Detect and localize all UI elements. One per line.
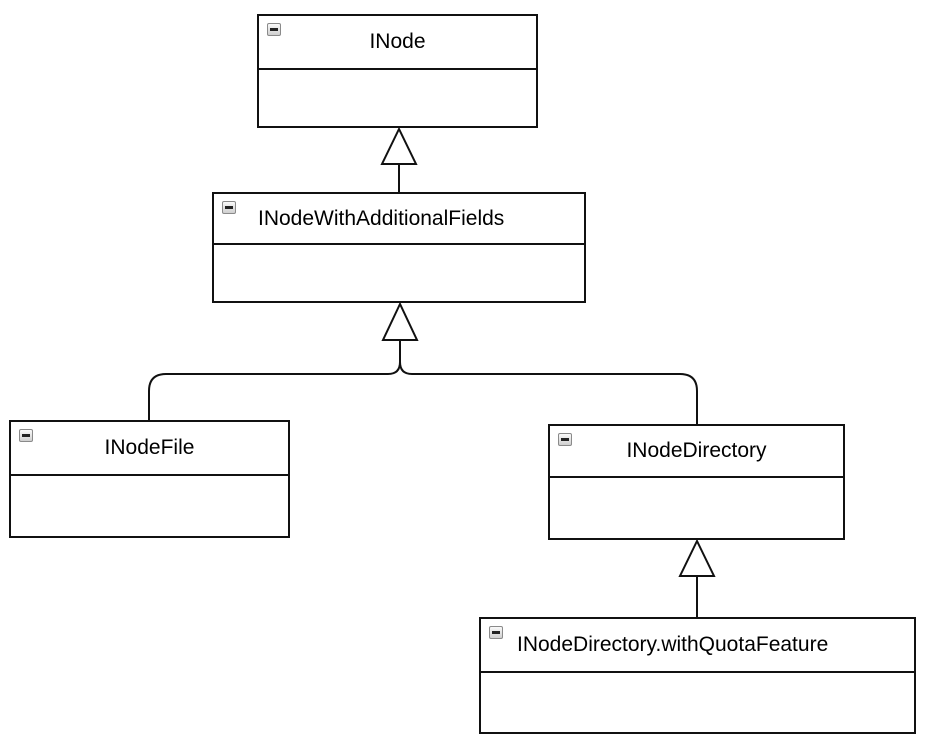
class-header: INodeDirectory.withQuotaFeature	[481, 619, 914, 673]
inheritance-arrow-inodewithadditionalfields-to-inode	[380, 126, 418, 192]
class-inode-file[interactable]: INodeFile	[9, 420, 290, 538]
collapse-minus-icon[interactable]	[19, 429, 33, 442]
class-header: INodeWithAdditionalFields	[214, 194, 584, 245]
class-header: INodeDirectory	[550, 426, 843, 478]
class-name: INodeFile	[104, 436, 195, 459]
collapse-minus-icon[interactable]	[558, 433, 572, 446]
class-inode-directory-with-quota-feature[interactable]: INodeDirectory.withQuotaFeature	[479, 617, 916, 734]
class-name: INodeDirectory	[626, 439, 767, 462]
inheritance-arrow-withquotafeature-to-inodedirectory	[678, 538, 716, 617]
class-name: INode	[369, 30, 426, 53]
class-inode[interactable]: INode	[257, 14, 538, 128]
collapse-minus-icon[interactable]	[222, 201, 236, 214]
collapse-minus-icon[interactable]	[489, 626, 503, 639]
inheritance-arrow-children-to-inodewithadditionalfields	[148, 301, 698, 424]
class-name: INodeWithAdditionalFields	[258, 206, 505, 230]
class-name: INodeDirectory.withQuotaFeature	[517, 633, 829, 656]
class-header: INodeFile	[11, 422, 288, 476]
collapse-minus-icon[interactable]	[267, 23, 281, 36]
class-inode-directory[interactable]: INodeDirectory	[548, 424, 845, 540]
class-header: INode	[259, 16, 536, 70]
class-inode-with-additional-fields[interactable]: INodeWithAdditionalFields	[212, 192, 586, 303]
